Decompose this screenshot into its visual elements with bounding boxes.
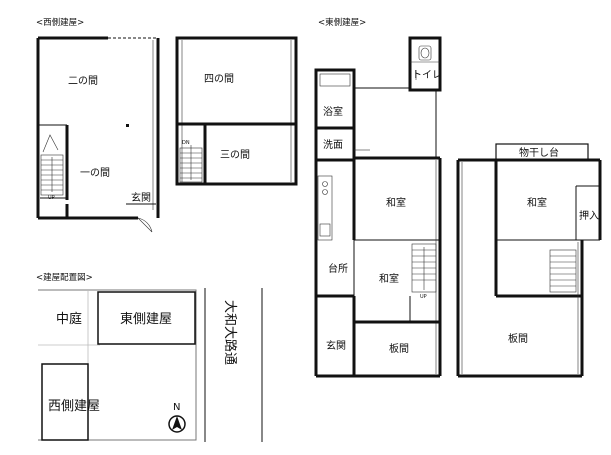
room-east-senmen: 洗面 bbox=[323, 139, 343, 151]
room-east2-washitsu: 和室 bbox=[527, 196, 547, 209]
pillar-mark bbox=[126, 124, 129, 127]
section-title-west: <西側建屋> bbox=[36, 17, 84, 28]
north-arrow-icon bbox=[168, 415, 186, 433]
stair-dn-label: DN bbox=[182, 140, 190, 146]
section-title-site: <建屋配置図> bbox=[36, 272, 93, 283]
stair-icon bbox=[411, 243, 437, 293]
section-title-east: <東側建屋> bbox=[318, 17, 366, 28]
site-courtyard-label: 中庭 bbox=[56, 311, 82, 327]
room-west-yonno: 四の間 bbox=[204, 73, 234, 85]
site-plan: 東側建屋 西側建屋 中庭 大和大路通 N bbox=[38, 288, 263, 442]
west-building-1f: UP 二の間 一の間 玄関 bbox=[36, 36, 160, 233]
room-east-bath: 浴室 bbox=[323, 105, 343, 118]
room-east2-oshiire: 押入 bbox=[579, 209, 599, 222]
room-east2-itama: 板間 bbox=[508, 332, 528, 345]
door-swing-icon bbox=[137, 217, 153, 233]
room-east-toilet: トイレ bbox=[412, 70, 442, 81]
east-building-2f: 物干し台 和室 押入 板間 bbox=[456, 143, 602, 378]
north-label: N bbox=[173, 402, 180, 413]
site-road-label: 大和大路通 bbox=[222, 300, 238, 365]
room-west-nino: 二の間 bbox=[68, 75, 98, 87]
site-east-building-label: 東側建屋 bbox=[120, 311, 172, 327]
room-west-ichino: 一の間 bbox=[80, 167, 110, 179]
site-west-building-label: 西側建屋 bbox=[48, 399, 100, 414]
toilet-icon bbox=[418, 45, 432, 61]
room-west-sanno: 三の間 bbox=[220, 149, 250, 161]
room-east-daidokoro: 台所 bbox=[328, 262, 348, 275]
room-east-washitsu-1: 和室 bbox=[386, 196, 406, 209]
east-building-1f: トイレ 浴室 洗面 和室 台所 bbox=[314, 36, 442, 378]
stair-up-label-east: UP bbox=[420, 294, 427, 300]
site-west-building bbox=[41, 363, 89, 441]
room-east-washitsu-2: 和室 bbox=[379, 272, 399, 285]
west-building-2f: DN 四の間 三の間 bbox=[175, 36, 298, 186]
site-east-building bbox=[97, 291, 196, 345]
stair-up-label: UP bbox=[48, 195, 55, 201]
room-east2-monohoshi: 物干し台 bbox=[519, 146, 559, 159]
room-west-genkan: 玄関 bbox=[131, 191, 151, 204]
room-east-genkan: 玄関 bbox=[326, 339, 346, 352]
stair-icon bbox=[179, 145, 203, 183]
sink-icon bbox=[317, 175, 333, 241]
stair-icon bbox=[40, 134, 64, 196]
stair-icon bbox=[549, 249, 577, 293]
room-east-itama-1: 板間 bbox=[389, 342, 409, 355]
